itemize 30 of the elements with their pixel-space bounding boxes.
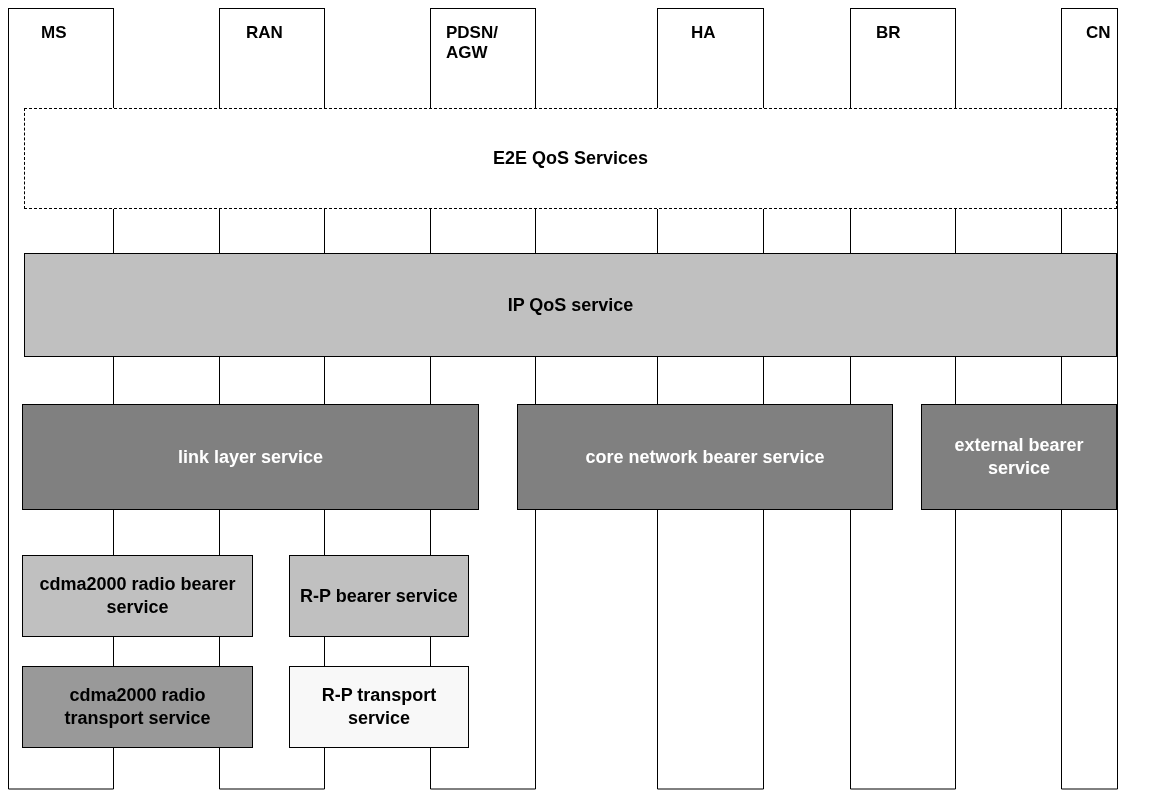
service-label: external bearer service: [953, 434, 1085, 480]
service-label: core network bearer service: [584, 445, 826, 469]
entity-label: CN: [1086, 23, 1111, 43]
service-layer-box: [289, 666, 469, 748]
entity-label: HA: [691, 23, 716, 43]
network-entity-column: [219, 8, 325, 108]
entity-label: RAN: [246, 23, 283, 43]
service-layer-box: [921, 404, 1117, 510]
entity-label: PDSN/ AGW: [446, 23, 499, 63]
service-layer-box: [517, 404, 893, 510]
network-entity-column: [430, 8, 536, 108]
service-label: R-P bearer service: [299, 584, 459, 608]
network-entity-column: [1061, 8, 1118, 108]
service-label: E2E QoS Services: [491, 147, 650, 170]
service-layer-box: [22, 555, 253, 637]
service-label: IP QoS service: [506, 293, 635, 317]
service-layer-box: [22, 404, 479, 510]
service-layer-box: [22, 666, 253, 748]
service-layer-box: [24, 253, 1117, 357]
service-layer-box: [289, 555, 469, 637]
network-entity-column: [657, 8, 764, 108]
service-layer-box: [24, 108, 1117, 209]
service-label: cdma2000 radio bearer service: [38, 573, 237, 619]
service-label: R-P transport service: [320, 684, 438, 730]
network-entity-column: [850, 8, 956, 108]
entity-label: MS: [41, 23, 67, 43]
network-entity-column: [8, 8, 114, 108]
service-label: cdma2000 radio transport service: [63, 684, 212, 730]
service-label: link layer service: [176, 445, 325, 469]
entity-label: BR: [876, 23, 901, 43]
